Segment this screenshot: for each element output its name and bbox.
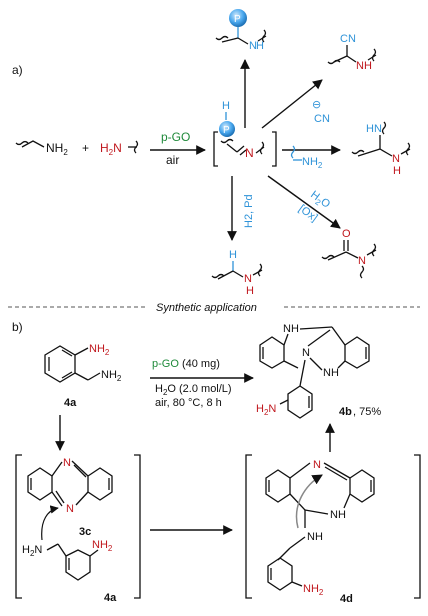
reagent-nh2-label: NH2 [46, 141, 68, 157]
bottom-product-h: H [229, 249, 237, 261]
panel-b-catalyst: p-GO (40 mg) [152, 358, 220, 370]
label-4a-top: 4a [64, 397, 77, 409]
4d-nh-side: NH [307, 531, 323, 543]
reagent-benzylamine-generic: NH2 [15, 140, 68, 157]
catalyst-pgo-label: p-GO [161, 130, 190, 144]
nitrile-cn-label: CN [340, 33, 356, 45]
label-4d: 4d [340, 593, 353, 605]
product-amide: O N [321, 228, 377, 279]
aminal-h: H [393, 165, 401, 177]
panel-a-label: a) [12, 63, 23, 77]
condition-air-label: air [166, 153, 179, 167]
amine-reagent-nh2: NH2 [302, 156, 323, 170]
4b-n-center: N [302, 347, 310, 359]
cyanide-minus: ⊖ [312, 99, 321, 111]
top-product-n: N [249, 40, 257, 52]
imine-n-label: N [245, 146, 254, 160]
panel-b-conditions: air, 80 °C, 8 h [155, 397, 222, 409]
bottom-product-n: N [244, 273, 252, 285]
amide-o: O [342, 228, 351, 240]
reagent-amine-generic: H2N [100, 140, 139, 157]
4b-h2n-label: H2N [256, 403, 276, 417]
intermediate-3c-with-4a: N N 3c H2N NH2 4a [15, 454, 141, 604]
label-4a-bottom: 4a [104, 592, 117, 604]
bottom-product-nh-h: H [246, 285, 254, 297]
product-aminal: HN N H [351, 121, 411, 177]
curved-arrow-attack [41, 505, 59, 541]
top-product-h: H [256, 40, 264, 52]
imine-intermediate: N [213, 131, 277, 167]
3c-n-bottom: N [66, 503, 74, 515]
product-aminonitrile: CN N H [327, 33, 377, 72]
4a-nh2-label: NH2 [89, 343, 110, 357]
4a-bottom-nh2: NH2 [92, 539, 113, 553]
aminal-hn: HN [366, 123, 382, 135]
curved-arrow-cyclization [295, 474, 323, 529]
compound-4b: NH N NH H2N 4b , 75% [256, 323, 381, 419]
product-nucleophile-adduct: P N H [215, 9, 267, 52]
compound-4a-top: NH2 NH2 4a [44, 343, 122, 409]
4d-nh2: NH2 [303, 583, 324, 597]
reagent2-h2n-label: H2N [100, 141, 122, 157]
4b-nh-top: NH [283, 323, 299, 335]
3c-n-top: N [63, 457, 71, 469]
h-label-reagent: H [222, 100, 230, 112]
amide-n: N [358, 255, 366, 267]
cyanide-reagent: CN [314, 113, 330, 125]
p-sphere-reagent-label: P [223, 125, 230, 136]
4d-nh: NH [330, 509, 346, 521]
plus-sign: + [82, 141, 89, 155]
p-sphere-reagent [219, 121, 235, 137]
intermediate-4d: N NH NH NH2 4d [245, 454, 421, 605]
4a-bottom-h2n: H2N [22, 544, 42, 558]
aminonitrile-nh: N [356, 60, 364, 72]
yield-4b: , 75% [353, 406, 381, 418]
4b-nh-bottom: NH [323, 367, 339, 379]
panel-b-solvent: H2O (2.0 mol/L) [155, 383, 232, 397]
arrow-amide [267, 175, 341, 229]
label-4b: 4b [339, 406, 352, 418]
panel-b-label: b) [12, 320, 23, 334]
p-sphere-top [229, 9, 247, 27]
4a-ch2nh2-label: NH2 [101, 369, 122, 383]
p-sphere-top-label: P [234, 14, 241, 25]
amine-reagent-blue: NH2 [290, 145, 323, 170]
4d-n-top: N [313, 459, 321, 471]
label-3c: 3c [79, 526, 91, 538]
h2-pd-label: H2, Pd [243, 194, 255, 228]
arrow-cyanide [261, 79, 323, 129]
divider-text: Synthetic application [156, 302, 257, 314]
aminonitrile-h: H [364, 60, 372, 72]
aminal-n: N [392, 153, 400, 165]
product-secondary-amine: H N H [211, 249, 263, 297]
